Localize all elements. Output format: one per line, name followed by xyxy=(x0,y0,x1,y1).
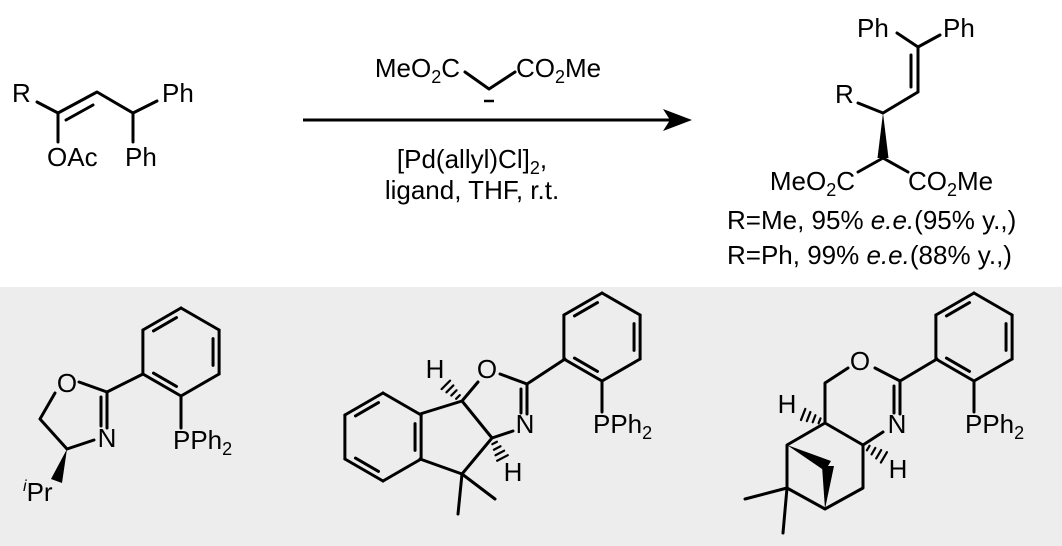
ligand-1-isopropyl: iPr xyxy=(23,477,53,507)
ligand-3-oxygen: O xyxy=(850,346,870,376)
ring-bond xyxy=(562,291,604,317)
ring-double-bond-line xyxy=(353,401,381,418)
ligand-3-wedge-bond-1 xyxy=(787,445,831,471)
nucleophile-left-ester: MeO2C xyxy=(375,53,460,87)
ring-bond xyxy=(934,357,976,383)
hash-mark xyxy=(440,379,452,391)
ring-bond xyxy=(343,391,385,417)
ligand-3-pph2: PPh2 xyxy=(965,409,1024,443)
ligand-2-nitrogen: N xyxy=(516,409,535,439)
ligand-1-ipr-phox: O N PPh2 iPr xyxy=(23,368,232,507)
ring-bond xyxy=(179,372,221,398)
ring-bond xyxy=(600,291,642,317)
ring-bond xyxy=(381,391,423,417)
ring-double-bond-line xyxy=(572,301,600,318)
ligand-2-indane-benzene-ring xyxy=(343,391,423,483)
ligand-2-hydrogen-1: H xyxy=(426,354,445,384)
product-wedge-bond xyxy=(877,113,889,158)
substrate-r-label: R xyxy=(12,78,31,108)
ring-double-bond-line xyxy=(944,301,972,318)
product: Ph Ph R MeO2C CO2Me R=Me, 95% e.e.(95% y… xyxy=(727,13,1016,270)
hash-mark xyxy=(455,394,461,400)
ligand-1-wedge-bond xyxy=(51,449,67,483)
ring-bond xyxy=(179,306,221,332)
ring-bond xyxy=(141,306,183,332)
ring-double-bond-line xyxy=(353,456,381,473)
ligand-2-hydrogen-2: H xyxy=(504,457,523,487)
ligand-2-bonds xyxy=(418,357,604,516)
substrate-ph-top-label: Ph xyxy=(162,78,194,108)
ligand-1-oxygen: O xyxy=(57,368,77,398)
hash-mark xyxy=(811,414,817,424)
nucleophile-bonds xyxy=(463,70,517,91)
ring-bond xyxy=(934,291,976,317)
ligand-3-hydrogen-2: H xyxy=(889,454,908,484)
ligand-3-hashed-bond-2 xyxy=(865,444,889,464)
ligand-2-hashed-bond-2 xyxy=(491,440,509,462)
ligand-2-oxygen: O xyxy=(477,354,497,384)
ligand-2-benzene-ring xyxy=(562,291,642,383)
ligand-1-nitrogen: N xyxy=(98,423,117,453)
ring-double-bond-line xyxy=(151,371,179,388)
substrate-oac-label: OAc xyxy=(47,142,98,172)
product-ph-right-label: Ph xyxy=(943,13,975,43)
product-bonds xyxy=(856,31,942,174)
conditions-ligand-solvent: ligand, THF, r.t. xyxy=(385,175,559,205)
benzene-rings xyxy=(141,291,1014,483)
ring-double-bond-line xyxy=(151,316,179,333)
ligand-1-benzene-ring xyxy=(141,306,221,398)
ring-bond xyxy=(141,372,183,398)
hash-mark xyxy=(879,451,889,464)
result-line-r-me: R=Me, 95% e.e.(95% y.,) xyxy=(727,205,1016,235)
hash-mark xyxy=(799,407,807,422)
hash-mark xyxy=(494,449,506,457)
hash-mark xyxy=(870,446,877,456)
result-line-r-ph: R=Ph, 99% e.e.(88% y.,) xyxy=(727,240,1012,270)
product-right-ester: CO2Me xyxy=(908,166,993,200)
nucleophile-right-ester: CO2Me xyxy=(516,53,601,87)
ring-double-bond-line xyxy=(944,356,972,373)
hash-mark xyxy=(450,389,458,397)
ligand-3-hashed-bond-1 xyxy=(799,407,822,425)
conditions-catalyst: [Pd(allyl)Cl]2, xyxy=(397,144,547,178)
ligand-3-nitrogen: N xyxy=(888,409,907,439)
ligand-3-wedge-bond-2 xyxy=(822,466,834,509)
hash-mark xyxy=(496,454,509,462)
ring-bond xyxy=(600,357,642,383)
ring-double-bond-line xyxy=(572,356,600,373)
substrate-bonds xyxy=(35,90,159,144)
hash-mark xyxy=(865,444,871,452)
hashed-bonds xyxy=(440,379,889,464)
substrate-ph-bottom-label: Ph xyxy=(125,142,157,172)
reaction-arrow-group: MeO2C CO2Me [Pd(allyl)Cl]2, ligand, THF,… xyxy=(303,53,692,205)
ligand-1-pph2: PPh2 xyxy=(173,425,232,459)
ring-bond xyxy=(343,457,385,483)
ligand-2-hashed-bond-1 xyxy=(440,379,461,400)
ligand-3-benzene-ring xyxy=(934,291,1014,383)
hash-mark xyxy=(491,440,499,446)
product-r-label: R xyxy=(835,79,854,109)
hash-mark xyxy=(875,448,883,460)
ring-bond xyxy=(972,291,1014,317)
ring-bond xyxy=(972,357,1014,383)
ligand-2-indanyl-phox: O N H H PPh2 xyxy=(418,354,652,516)
ligand-3-pinene-oxazine: O N H H PPh2 xyxy=(743,346,1024,535)
hash-mark xyxy=(492,445,502,451)
ligand-panel-background xyxy=(0,287,1062,546)
reaction-arrow-head-icon xyxy=(663,109,692,131)
ligand-3-hydrogen-1: H xyxy=(778,389,797,419)
hash-mark xyxy=(805,410,812,423)
ligand-2-pph2: PPh2 xyxy=(593,409,652,443)
ring-bond xyxy=(381,457,423,483)
product-left-ester: MeO2C xyxy=(770,166,855,200)
substrate: R Ph OAc Ph xyxy=(12,78,194,172)
product-ph-left-label: Ph xyxy=(857,13,889,43)
ring-bond xyxy=(562,357,604,383)
hash-mark xyxy=(445,384,455,394)
hash-mark xyxy=(817,417,822,425)
